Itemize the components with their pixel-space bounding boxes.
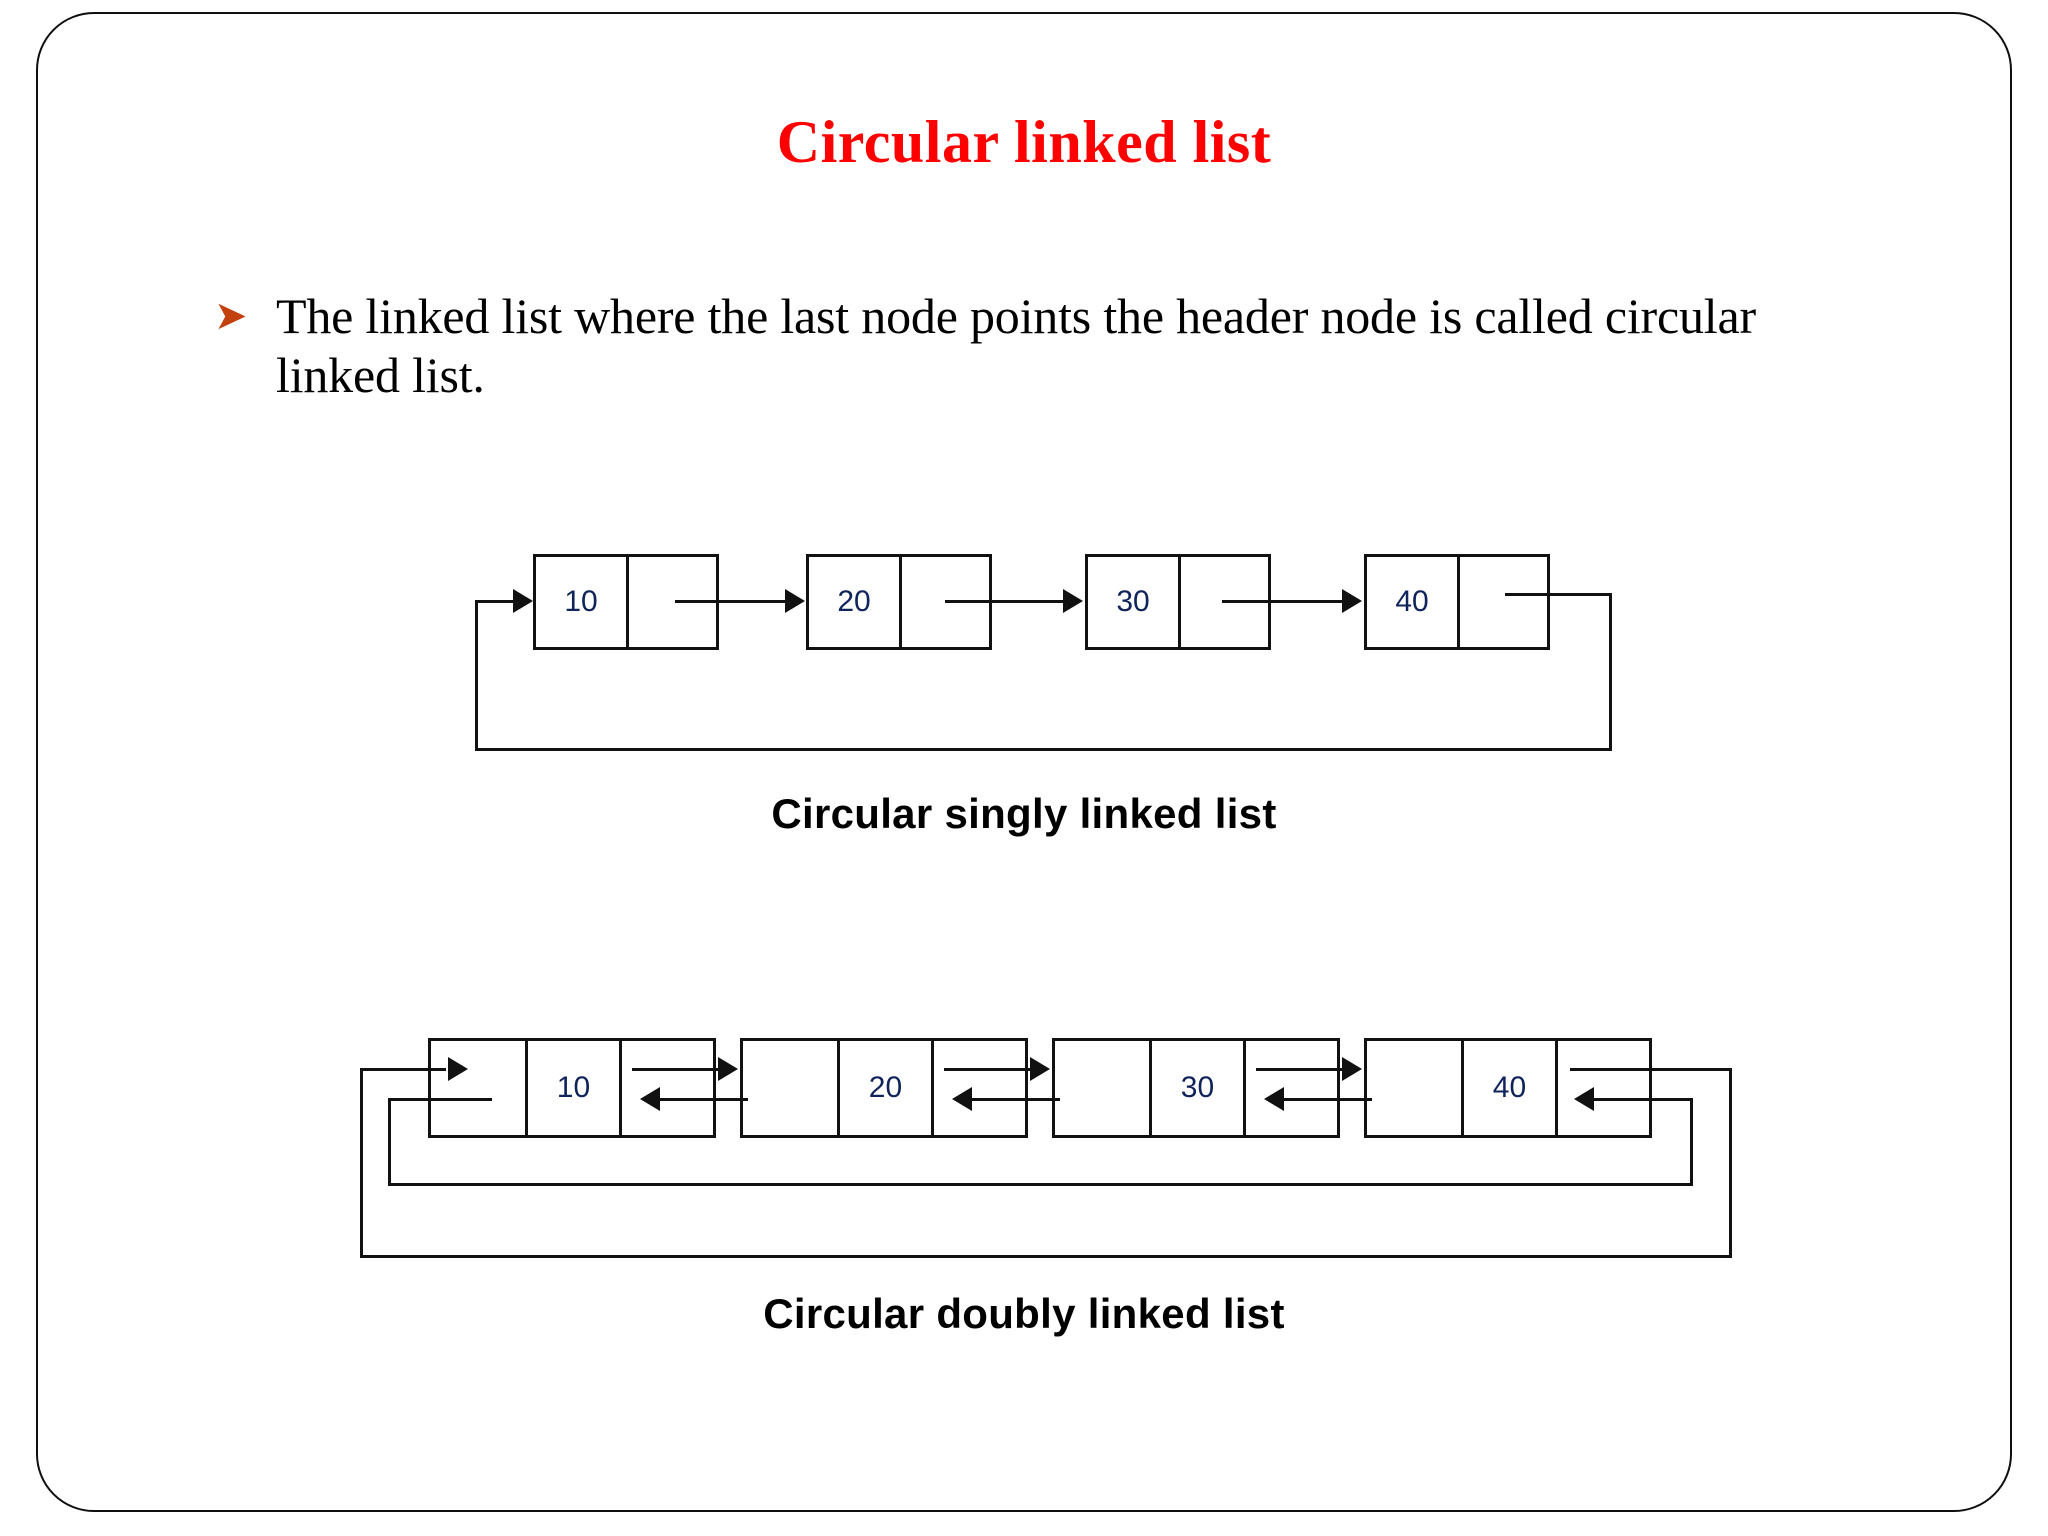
doubly-inner-loop-left-segment <box>388 1098 391 1186</box>
doubly-outer-loop-right-segment <box>1729 1068 1732 1258</box>
doubly-outer-loop-arrowhead-icon <box>448 1057 468 1081</box>
doubly-node-4-prev <box>1367 1041 1461 1135</box>
doubly-node-1-next <box>618 1041 713 1135</box>
page-title: Circular linked list <box>776 109 1272 175</box>
doubly-next-1-arrowhead-icon <box>718 1057 738 1081</box>
doubly-next-1-line <box>632 1068 720 1071</box>
singly-node-3-data: 30 <box>1116 585 1150 618</box>
doubly-prev-1-arrowhead-icon <box>640 1087 660 1111</box>
doubly-outer-loop-bottom-segment <box>360 1255 1732 1258</box>
singly-loop-right-segment <box>1609 593 1612 751</box>
singly-node-4-next <box>1457 557 1547 647</box>
doubly-node-1: 10 <box>428 1038 716 1138</box>
singly-loop-bottom-segment <box>475 748 1612 751</box>
singly-loop-left-segment <box>475 600 478 751</box>
doubly-next-3-line <box>1256 1068 1344 1071</box>
doubly-inner-loop-entry-segment <box>388 1098 492 1101</box>
doubly-node-2: 20 <box>740 1038 1028 1138</box>
singly-link-3-line <box>1222 600 1344 603</box>
doubly-prev-1-line <box>660 1098 748 1101</box>
singly-node-4: 40 <box>1364 554 1550 650</box>
doubly-next-3-arrowhead-icon <box>1342 1057 1362 1081</box>
doubly-prev-3-arrowhead-icon <box>1264 1087 1284 1111</box>
doubly-outer-loop-left-segment <box>360 1068 363 1258</box>
singly-head-arrowhead-icon <box>513 589 533 613</box>
doubly-node-3-data: 30 <box>1148 1041 1243 1135</box>
circular-singly-linked-list-diagram: 10 20 30 40 Circular sin <box>475 554 1612 837</box>
bullet-arrow-icon: ➤ <box>214 293 248 339</box>
doubly-node-1-data: 10 <box>524 1041 619 1135</box>
singly-node-4-data: 40 <box>1395 585 1429 618</box>
doubly-prev-3-line <box>1284 1098 1372 1101</box>
doubly-inner-loop-arrowhead-icon <box>1574 1087 1594 1111</box>
singly-node-1-next <box>626 557 716 647</box>
singly-head-arrow-line <box>475 600 515 603</box>
singly-link-2-arrowhead-icon <box>1063 589 1083 613</box>
singly-node-1-data: 10 <box>564 585 598 618</box>
doubly-inner-loop-top-segment <box>1592 1098 1692 1101</box>
doubly-node-4: 40 <box>1364 1038 1652 1138</box>
doubly-node-2-prev <box>743 1041 837 1135</box>
doubly-outer-loop-top-segment <box>1570 1068 1732 1071</box>
bullet-paragraph: ➤ The linked list where the last node po… <box>214 287 1854 405</box>
doubly-node-4-next <box>1554 1041 1649 1135</box>
doubly-prev-2-arrowhead-icon <box>952 1087 972 1111</box>
singly-node-2-data: 20 <box>837 585 871 618</box>
doubly-next-2-line <box>944 1068 1032 1071</box>
doubly-caption: Circular doubly linked list <box>763 1290 1285 1337</box>
doubly-node-3: 30 <box>1052 1038 1340 1138</box>
singly-link-3-arrowhead-icon <box>1342 589 1362 613</box>
singly-loop-top-segment <box>1505 593 1612 596</box>
circular-doubly-linked-list-diagram: 10 20 30 40 <box>0 960 2048 1440</box>
doubly-inner-loop-right-segment <box>1690 1098 1693 1186</box>
doubly-prev-2-line <box>972 1098 1060 1101</box>
doubly-node-2-data: 20 <box>836 1041 931 1135</box>
singly-caption: Circular singly linked list <box>771 790 1277 837</box>
singly-link-1-arrowhead-icon <box>785 589 805 613</box>
singly-link-2-line <box>945 600 1065 603</box>
singly-link-1-line <box>675 600 787 603</box>
doubly-node-4-data: 40 <box>1460 1041 1555 1135</box>
doubly-node-2-next <box>930 1041 1025 1135</box>
doubly-outer-loop-entry-segment <box>360 1068 446 1071</box>
doubly-inner-loop-bottom-segment <box>388 1183 1693 1186</box>
doubly-next-2-arrowhead-icon <box>1030 1057 1050 1081</box>
doubly-node-3-next <box>1242 1041 1337 1135</box>
doubly-node-1-prev <box>431 1041 525 1135</box>
singly-node-2-next <box>899 557 989 647</box>
doubly-node-3-prev <box>1055 1041 1149 1135</box>
singly-node-3-next <box>1178 557 1268 647</box>
bullet-text: The linked list where the last node poin… <box>276 288 1756 403</box>
